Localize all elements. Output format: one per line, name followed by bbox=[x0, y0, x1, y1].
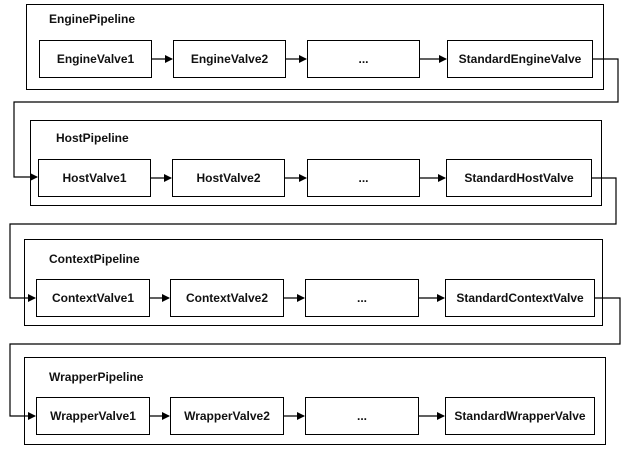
host-valve-1: HostValve1 bbox=[38, 159, 151, 197]
standard-wrapper-valve: StandardWrapperValve bbox=[445, 397, 595, 435]
engine-pipeline-title: EnginePipeline bbox=[49, 12, 136, 26]
host-valve-2: HostValve2 bbox=[172, 159, 285, 197]
standard-engine-valve: StandardEngineValve bbox=[447, 40, 593, 78]
standard-host-valve: StandardHostValve bbox=[446, 159, 592, 197]
host-valve-ellipsis: ... bbox=[307, 159, 420, 197]
wrapper-pipeline-title: WrapperPipeline bbox=[49, 370, 144, 384]
engine-valve-1: EngineValve1 bbox=[39, 40, 152, 78]
engine-valve-2: EngineValve2 bbox=[173, 40, 286, 78]
context-valve-2: ContextValve2 bbox=[170, 279, 284, 317]
standard-context-valve: StandardContextValve bbox=[445, 279, 595, 317]
wrapper-valve-ellipsis: ... bbox=[305, 397, 419, 435]
context-valve-1: ContextValve1 bbox=[36, 279, 150, 317]
engine-valve-ellipsis: ... bbox=[307, 40, 420, 78]
host-pipeline-title: HostPipeline bbox=[56, 131, 129, 145]
context-valve-ellipsis: ... bbox=[305, 279, 419, 317]
wrapper-valve-1: WrapperValve1 bbox=[36, 397, 150, 435]
wrapper-valve-2: WrapperValve2 bbox=[170, 397, 284, 435]
context-pipeline-title: ContextPipeline bbox=[49, 252, 140, 266]
